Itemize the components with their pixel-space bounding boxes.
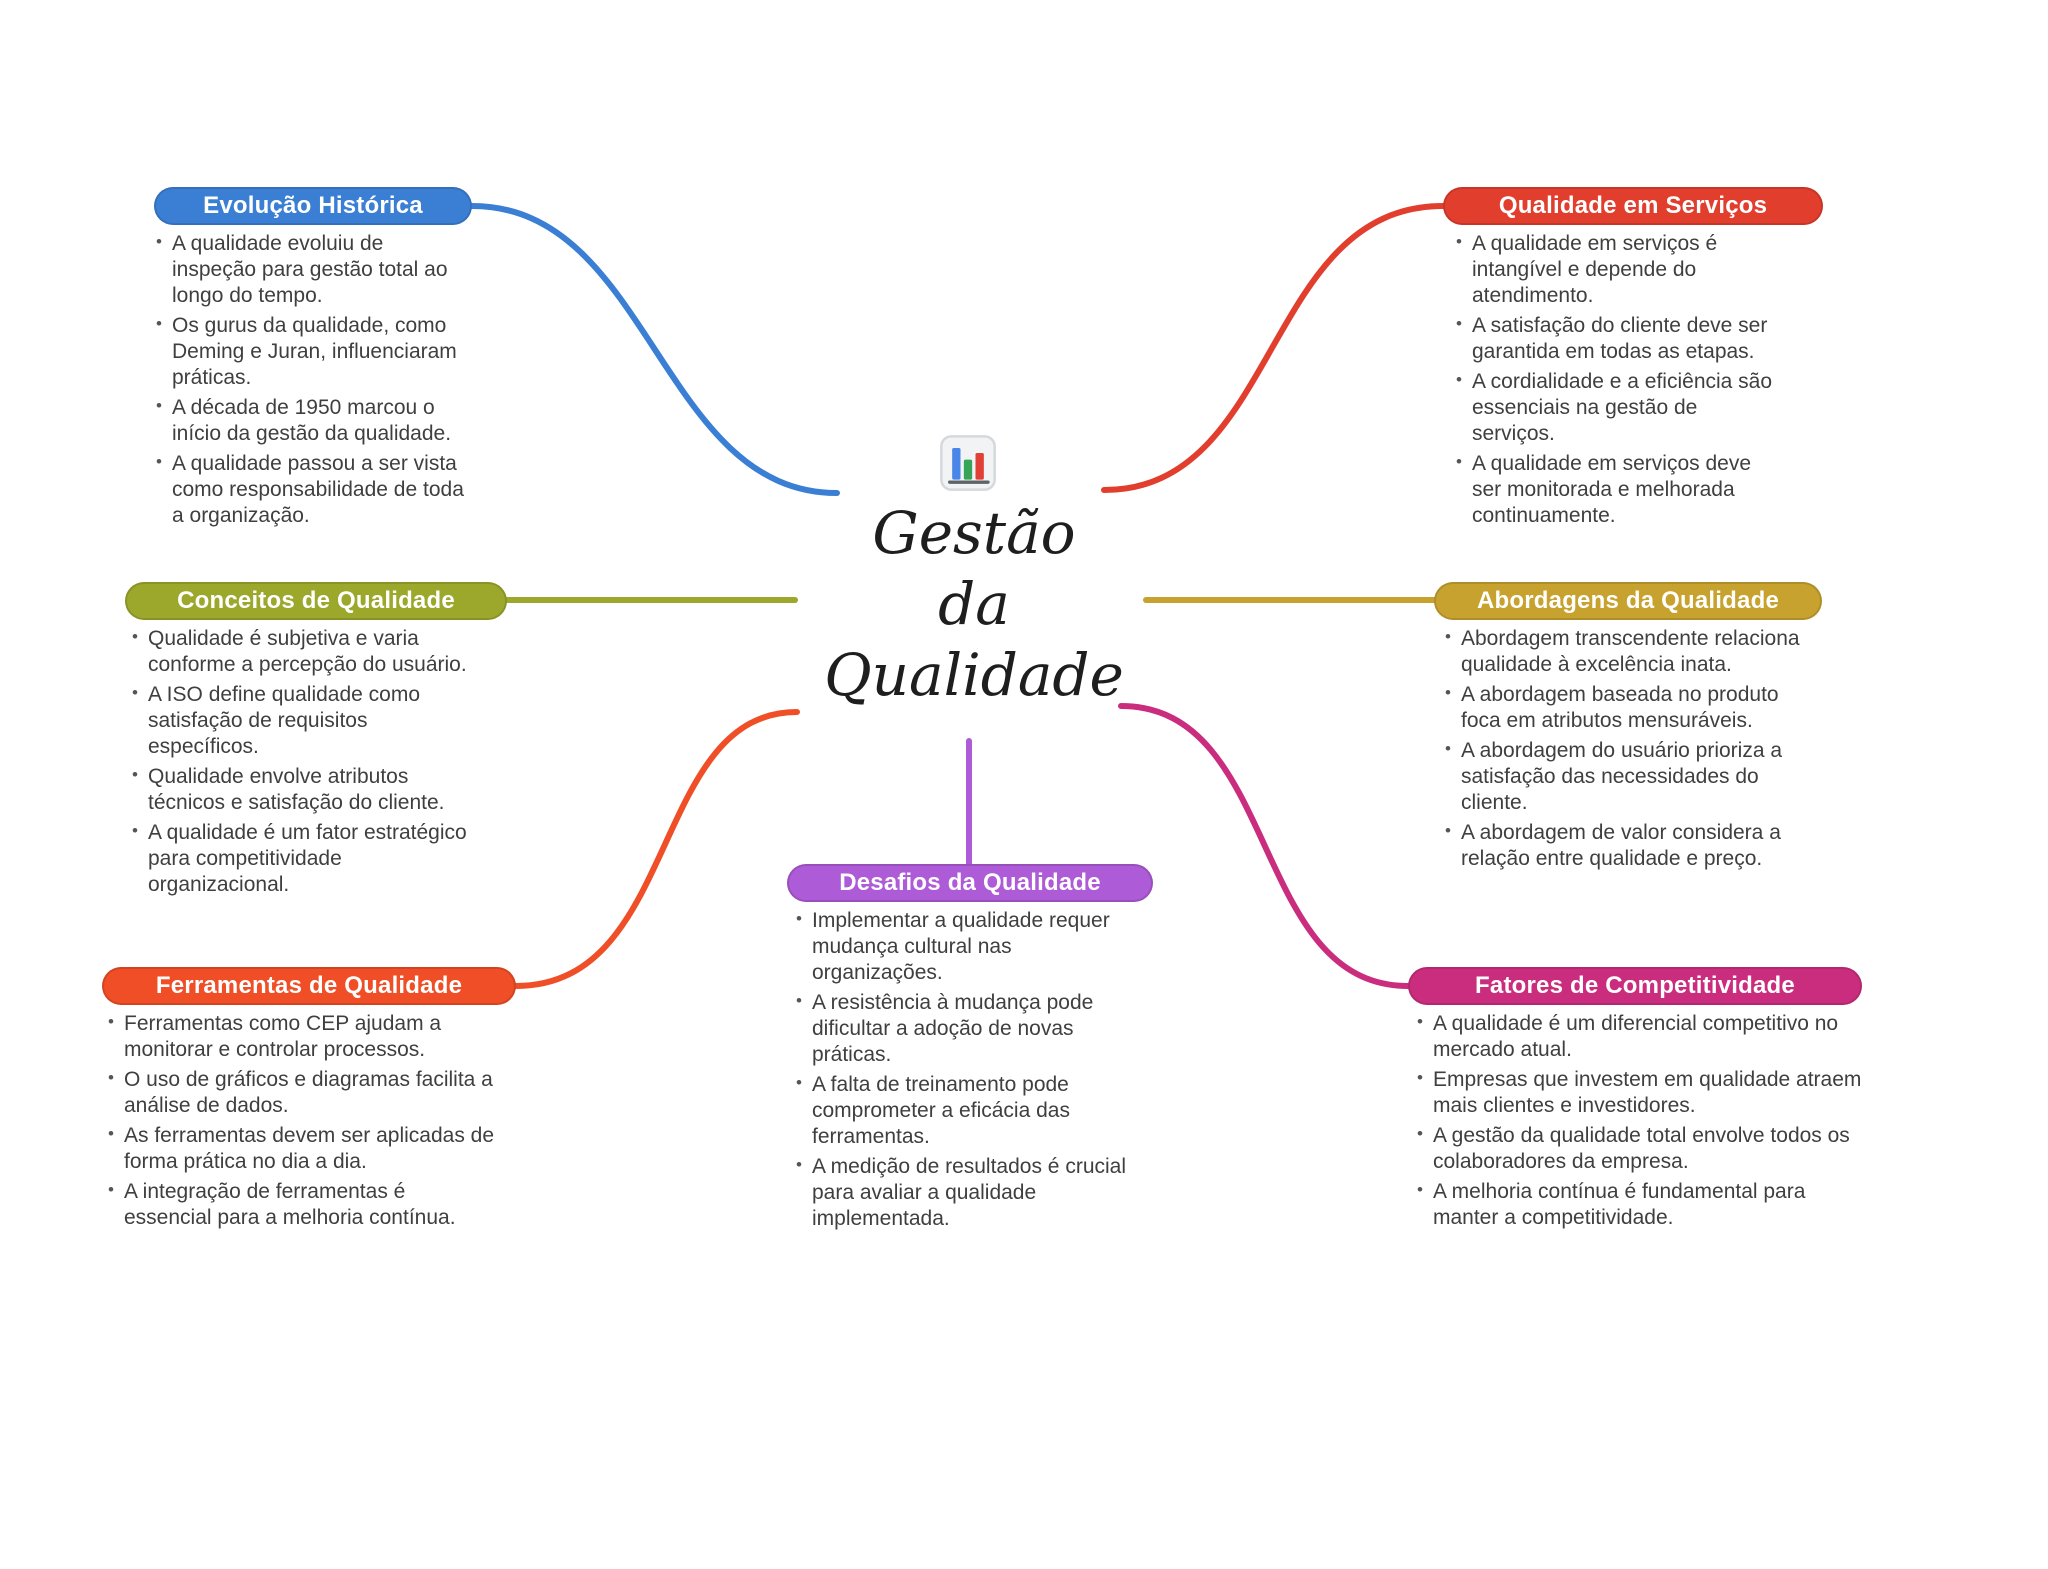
bullet-item: A década de 1950 marcou o início da gest… [155, 395, 470, 447]
branch-bullets-fatores-de-competitividade: A qualidade é um diferencial competitivo… [1416, 1011, 1866, 1235]
branch-pill-ferramentas-de-qualidade[interactable]: Ferramentas de Qualidade [102, 967, 516, 1005]
central-topic-line: Gestão [872, 499, 1076, 567]
bullet-item: A qualidade é um diferencial competitivo… [1416, 1011, 1866, 1063]
bullet-item: Ferramentas como CEP ajudam a monitorar … [107, 1011, 497, 1063]
bullet-item: A falta de treinamento pode comprometer … [795, 1072, 1140, 1150]
bullet-item: Qualidade envolve atributos técnicos e s… [131, 764, 476, 816]
bullet-item: A resistência à mudança pode dificultar … [795, 990, 1140, 1068]
bullet-item: Os gurus da qualidade, como Deming e Jur… [155, 313, 470, 391]
central-topic-line: Qualidade [824, 640, 1124, 709]
branch-bullets-qualidade-em-servicos: A qualidade em serviços é intangível e d… [1455, 231, 1785, 533]
bullet-item: Abordagem transcendente relaciona qualid… [1444, 626, 1804, 678]
bullet-item: Qualidade é subjetiva e varia conforme a… [131, 626, 476, 678]
bullet-item: A abordagem baseada no produto foca em a… [1444, 682, 1804, 734]
branch-pill-fatores-de-competitividade[interactable]: Fatores de Competitividade [1408, 967, 1862, 1005]
bullet-item: A abordagem de valor considera a relação… [1444, 820, 1804, 872]
bullet-item: A integração de ferramentas é essencial … [107, 1179, 497, 1231]
central-topic-title[interactable]: Gestão da Qualidade [724, 498, 1224, 710]
branch-bullets-evolucao-historica: A qualidade evoluiu de inspeção para ges… [155, 231, 470, 533]
connector-evolucao-historica [469, 203, 840, 496]
branch-pill-evolucao-historica[interactable]: Evolução Histórica [154, 187, 472, 225]
bullet-item: A cordialidade e a eficiência são essenc… [1455, 369, 1785, 447]
bullet-item: A qualidade em serviços deve ser monitor… [1455, 451, 1785, 529]
bullet-item: A medição de resultados é crucial para a… [795, 1154, 1140, 1232]
branch-bullets-ferramentas-de-qualidade: Ferramentas como CEP ajudam a monitorar … [107, 1011, 497, 1235]
branch-pill-abordagens-da-qualidade[interactable]: Abordagens da Qualidade [1434, 582, 1822, 620]
branch-pill-conceitos-de-qualidade[interactable]: Conceitos de Qualidade [125, 582, 507, 620]
bullet-item: A qualidade em serviços é intangível e d… [1455, 231, 1785, 309]
connector-qualidade-em-servicos [1101, 203, 1446, 493]
bullet-item: O uso de gráficos e diagramas facilita a… [107, 1067, 497, 1119]
branch-bullets-desafios-da-qualidade: Implementar a qualidade requer mudança c… [795, 908, 1140, 1236]
bullet-item: A melhoria contínua é fundamental para m… [1416, 1179, 1866, 1231]
bullet-item: A qualidade é um fator estratégico para … [131, 820, 476, 898]
bullet-item: A abordagem do usuário prioriza a satisf… [1444, 738, 1804, 816]
bullet-item: A satisfação do cliente deve ser garanti… [1455, 313, 1785, 365]
branch-bullets-abordagens-da-qualidade: Abordagem transcendente relaciona qualid… [1444, 626, 1804, 876]
bullet-item: A qualidade passou a ser vista como resp… [155, 451, 470, 529]
bullet-item: Implementar a qualidade requer mudança c… [795, 908, 1140, 986]
connector-ferramentas-de-qualidade [513, 709, 800, 989]
bullet-item: A qualidade evoluiu de inspeção para ges… [155, 231, 470, 309]
bullet-item: Empresas que investem em qualidade atrae… [1416, 1067, 1866, 1119]
branch-pill-qualidade-em-servicos[interactable]: Qualidade em Serviços [1443, 187, 1823, 225]
bullet-item: As ferramentas devem ser aplicadas de fo… [107, 1123, 497, 1175]
bar-chart-icon [938, 433, 998, 493]
central-topic-line: da [938, 569, 1010, 638]
branch-pill-desafios-da-qualidade[interactable]: Desafios da Qualidade [787, 864, 1153, 902]
bullet-item: A gestão da qualidade total envolve todo… [1416, 1123, 1866, 1175]
branch-bullets-conceitos-de-qualidade: Qualidade é subjetiva e varia conforme a… [131, 626, 476, 902]
bullet-item: A ISO define qualidade como satisfação d… [131, 682, 476, 760]
connector-fatores-de-competitividade [1118, 703, 1411, 989]
